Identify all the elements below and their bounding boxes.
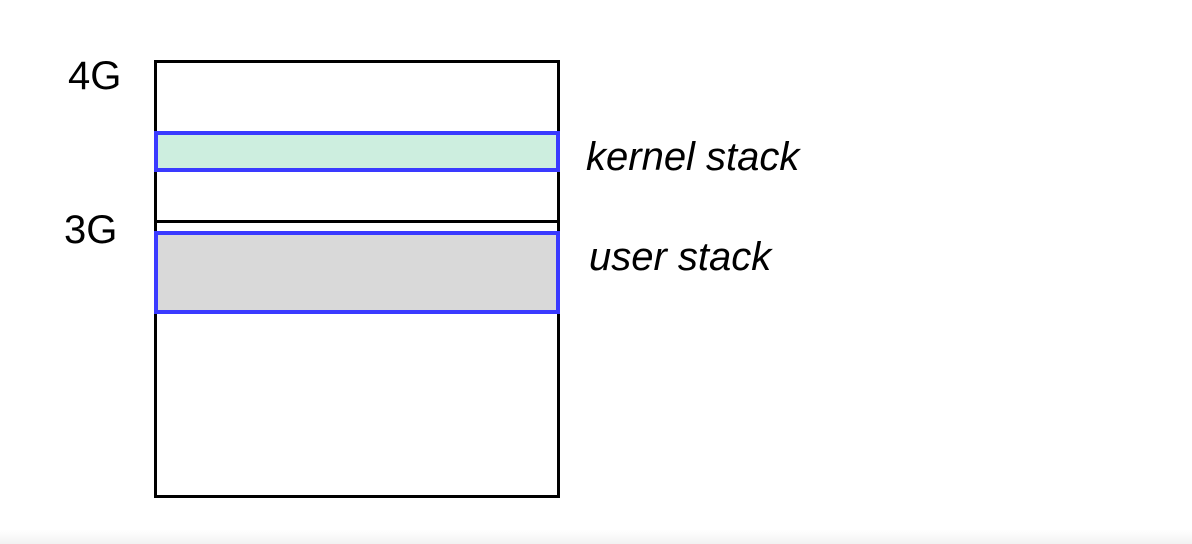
- kernel-user-boundary-line: [154, 220, 560, 223]
- kernel-stack-label: kernel stack: [586, 135, 800, 179]
- user-stack-label: user stack: [589, 235, 772, 279]
- kernel-stack-region: [154, 131, 560, 172]
- address-label-4g: 4G: [68, 54, 122, 98]
- user-stack-region: [154, 231, 560, 314]
- bottom-shade: [0, 530, 1192, 544]
- address-label-3g: 3G: [64, 208, 118, 252]
